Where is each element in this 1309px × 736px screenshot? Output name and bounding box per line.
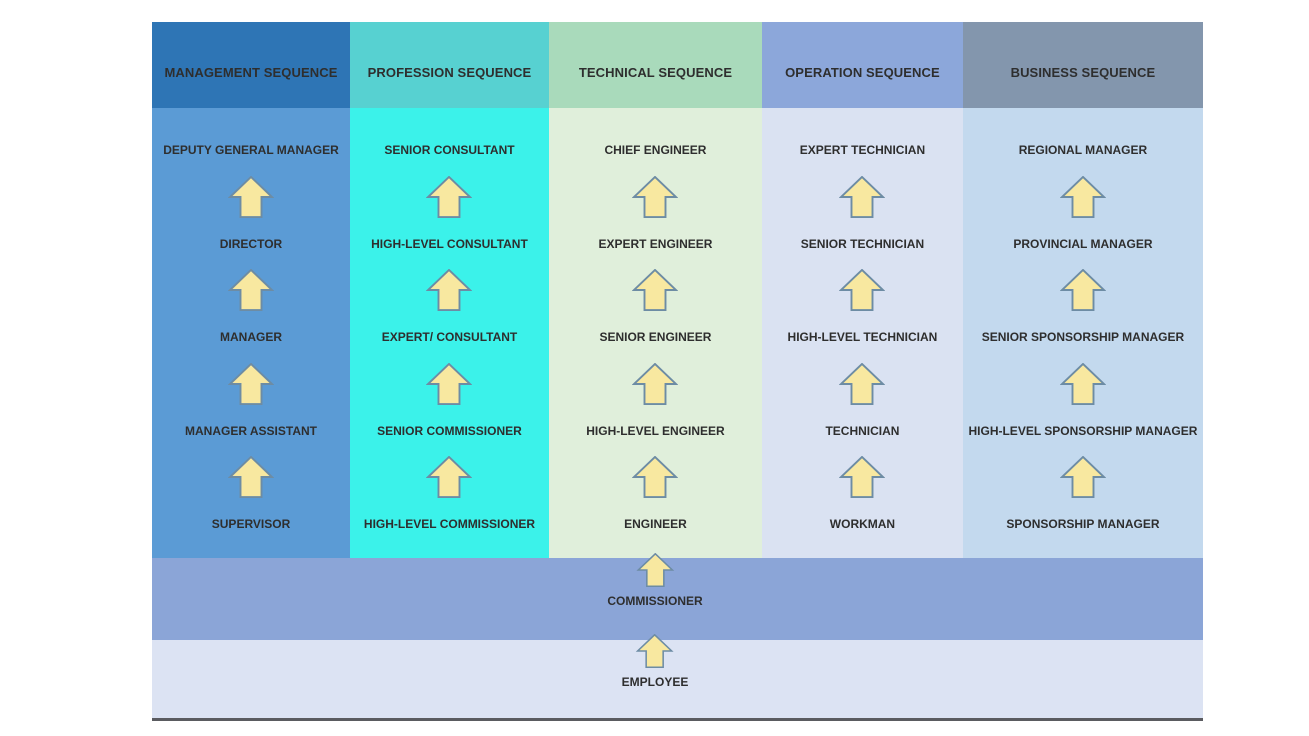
commissioner-band-content: COMMISSIONER [607, 553, 703, 608]
column-header: TECHNICAL SEQUENCE [548, 22, 762, 108]
level-label: ENGINEER [624, 517, 687, 531]
level-label: CHIEF ENGINEER [604, 143, 707, 157]
up-arrow-icon [228, 362, 274, 405]
level-label: SENIOR ENGINEER [599, 330, 712, 344]
level-label: SPONSORSHIP MANAGER [1006, 517, 1160, 531]
employee-band-content: EMPLOYEE [621, 634, 689, 689]
up-arrow-icon [632, 269, 679, 312]
up-arrow-icon [839, 175, 886, 218]
column-body: REGIONAL MANAGER PROVINCIAL MANAGER SENI… [962, 108, 1203, 558]
level-label: WORKMAN [829, 517, 896, 531]
up-arrow-icon [636, 634, 674, 668]
column-body: DEPUTY GENERAL MANAGER DIRECTOR MANAGER … [152, 108, 350, 558]
up-arrow-icon [228, 175, 274, 218]
column-technical-sequence: TECHNICAL SEQUENCE CHIEF ENGINEER EXPERT… [548, 22, 762, 558]
level-label: SENIOR CONSULTANT [384, 143, 515, 157]
up-arrow-icon [632, 456, 679, 499]
commissioner-band: COMMISSIONER [152, 553, 1203, 640]
up-arrow-icon [1059, 175, 1106, 218]
up-arrow-icon [1059, 269, 1106, 312]
level-label: HIGH-LEVEL TECHNICIAN [787, 330, 938, 344]
up-arrow-icon [228, 456, 274, 499]
up-arrow-icon [426, 269, 473, 312]
column-body: CHIEF ENGINEER EXPERT ENGINEER SENIOR EN… [548, 108, 762, 558]
employee-label: EMPLOYEE [621, 675, 689, 689]
career-ladder-diagram: MANAGEMENT SEQUENCE DEPUTY GENERAL MANAG… [152, 22, 1203, 721]
up-arrow-icon [632, 362, 679, 405]
column-header: MANAGEMENT SEQUENCE [152, 22, 350, 108]
up-arrow-icon [632, 175, 679, 218]
column-profession-sequence: PROFESSION SEQUENCE SENIOR CONSULTANT HI… [350, 22, 549, 558]
column-header: PROFESSION SEQUENCE [350, 22, 549, 108]
level-label: TECHNICIAN [825, 423, 900, 438]
column-header: BUSINESS SEQUENCE [962, 22, 1203, 108]
level-label: MANAGER ASSISTANT [185, 423, 317, 438]
up-arrow-icon [228, 269, 274, 312]
up-arrow-icon [1059, 456, 1106, 499]
level-label: SUPERVISOR [211, 517, 291, 531]
column-body: EXPERT TECHNICIAN SENIOR TECHNICIAN HIGH… [761, 108, 963, 558]
sequence-columns: MANAGEMENT SEQUENCE DEPUTY GENERAL MANAG… [152, 22, 1203, 558]
level-label: EXPERT/ CONSULTANT [381, 330, 518, 344]
level-label: PROVINCIAL MANAGER [1013, 236, 1153, 251]
up-arrow-icon [839, 362, 886, 405]
level-label: DEPUTY GENERAL MANAGER [163, 143, 339, 157]
level-label: MANAGER [220, 330, 282, 344]
up-arrow-icon [426, 362, 473, 405]
level-label: EXPERT TECHNICIAN [799, 143, 926, 157]
column-management-sequence: MANAGEMENT SEQUENCE DEPUTY GENERAL MANAG… [152, 22, 350, 558]
up-arrow-icon [839, 456, 886, 499]
level-label: SENIOR COMMISSIONER [377, 423, 522, 438]
level-label: EXPERT ENGINEER [598, 236, 713, 251]
employee-band: EMPLOYEE [152, 634, 1203, 718]
column-body: SENIOR CONSULTANT HIGH-LEVEL CONSULTANT … [350, 108, 549, 558]
column-business-sequence: BUSINESS SEQUENCE REGIONAL MANAGER PROVI… [962, 22, 1203, 558]
level-label: HIGH-LEVEL ENGINEER [586, 423, 725, 438]
column-header: OPERATION SEQUENCE [761, 22, 963, 108]
up-arrow-icon [1059, 362, 1106, 405]
level-label: SENIOR TECHNICIAN [800, 236, 925, 251]
column-operation-sequence: OPERATION SEQUENCE EXPERT TECHNICIAN SEN… [761, 22, 963, 558]
up-arrow-icon [636, 553, 674, 587]
level-label: HIGH-LEVEL COMMISSIONER [363, 517, 536, 531]
level-label: HIGH-LEVEL CONSULTANT [371, 236, 528, 251]
level-label: DIRECTOR [219, 236, 283, 251]
commissioner-label: COMMISSIONER [607, 594, 703, 608]
level-label: SENIOR SPONSORSHIP MANAGER [981, 330, 1185, 344]
level-label: REGIONAL MANAGER [1018, 143, 1148, 157]
level-label: HIGH-LEVEL SPONSORSHIP MANAGER [968, 423, 1198, 438]
up-arrow-icon [839, 269, 886, 312]
up-arrow-icon [426, 175, 473, 218]
up-arrow-icon [426, 456, 473, 499]
